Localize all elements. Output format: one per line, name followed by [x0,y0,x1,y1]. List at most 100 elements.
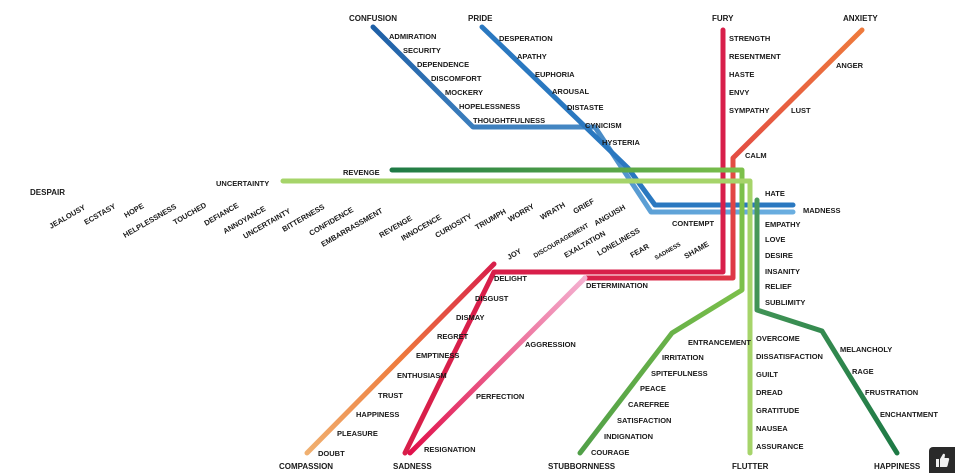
station-cynicism: CYNICISM [585,121,622,130]
station-disgust: DISGUST [475,294,509,303]
line-uncertainty [280,178,753,456]
station-peace: PEACE [640,384,666,393]
station-perfection: PERFECTION [476,392,524,401]
station-guilt: GUILT [756,370,778,379]
station-pleasure: PLEASURE [337,429,378,438]
endpoint-fury: FURY [712,14,734,23]
station-trust: TRUST [378,391,403,400]
station-hate: HATE [765,189,785,198]
station-envy: ENVY [729,88,749,97]
station-desire: DESIRE [765,251,793,260]
line-happiness [754,197,900,456]
station-grief: GRIEF [572,196,597,215]
line-anxiety [582,27,865,281]
station-entrancement: ENTRANCEMENT [688,338,751,347]
station-carefree: CAREFREE [628,400,669,409]
station-dread: DREAD [756,388,783,397]
station-mockery: MOCKERY [445,88,483,97]
station-thoughtfulness: THOUGHTFULNESS [473,116,545,125]
station-frustration: FRUSTRATION [865,388,918,397]
station-hysteria: HYSTERIA [602,138,641,147]
station-anger: ANGER [836,61,864,70]
station-emptiness: EMPTINESS [416,351,459,360]
station-discomfort: DISCOMFORT [431,74,482,83]
endpoint-compassion: COMPASSION [279,462,333,471]
station-hopelessness: HOPELESSNESS [459,102,520,111]
station-sympathy: SYMPATHY [729,106,770,115]
station-wrath: WRATH [539,200,567,221]
station-irritation: IRRITATION [662,353,704,362]
station-contempt: CONTEMPT [672,219,715,228]
station-fear: FEAR [629,241,652,259]
line-sadness [407,275,588,456]
station-sublimity: SUBLIMITY [765,298,805,307]
station-madness: MADNESS [803,206,841,215]
line-compassion [304,261,497,456]
endpoint-despair: DESPAIR [30,188,65,197]
despair-stations: JEALOUSY ECSTASY HOPE HELPLESSNESS TOUCH… [48,196,711,261]
station-resentment: RESENTMENT [729,52,781,61]
station-admiration: ADMIRATION [389,32,436,41]
station-love: LOVE [765,235,785,244]
station-assurance: ASSURANCE [756,442,804,451]
station-nausea: NAUSEA [756,424,788,433]
station-enchantment: ENCHANTMENT [880,410,938,419]
station-ecstasy: ECSTASY [83,202,118,227]
station-arousal: AROUSAL [552,87,590,96]
station-revenge-top: REVENGE [343,168,380,177]
line-fury [402,27,726,456]
station-distaste: DISTASTE [567,103,604,112]
station-determination: DETERMINATION [586,281,648,290]
endpoint-flutter: FLUTTER [732,462,769,471]
station-delight: DELIGHT [494,274,527,283]
station-security: SECURITY [403,46,441,55]
station-calm: CALM [745,151,767,160]
station-rage: RAGE [852,367,874,376]
station-aggression: AGGRESSION [525,340,576,349]
endpoint-stubbornness: STUBBORNNESS [548,462,616,471]
station-strength: STRENGTH [729,34,770,43]
station-shame: SHAME [683,239,711,260]
endpoint-anxiety: ANXIETY [843,14,878,23]
station-relief: RELIEF [765,282,792,291]
station-worry: WORRY [507,202,536,224]
station-enthusiasm: ENTHUSIASM [397,371,447,380]
station-happiness: HAPPINESS [356,410,399,419]
station-dependence: DEPENDENCE [417,60,469,69]
station-uncertainty-top: UNCERTAINTY [216,179,269,188]
station-desperation: DESPERATION [499,34,553,43]
endpoint-confusion: CONFUSION [349,14,397,23]
line-confusion [370,24,796,215]
station-apathy: APATHY [517,52,547,61]
station-joy: JOY [506,246,524,261]
like-button[interactable] [929,447,955,473]
station-sadness-rot: SADNESS [654,242,682,262]
station-dissatisfaction: DISSATISFACTION [756,352,823,361]
station-indignation: INDIGNATION [604,432,653,441]
station-lust: LUST [791,106,811,115]
line-revenge [389,167,745,456]
station-triumph: TRIUMPH [474,207,508,232]
station-haste: HASTE [729,70,754,79]
station-insanity: INSANITY [765,267,800,276]
station-spitefulness: SPITEFULNESS [651,369,708,378]
station-overcome: OVERCOME [756,334,800,343]
station-touched: TOUCHED [172,200,209,227]
station-dismay: DISMAY [456,313,484,322]
station-anguish: ANGUISH [593,203,627,228]
station-euphoria: EUPHORIA [535,70,575,79]
station-gratitude: GRATITUDE [756,406,799,415]
station-satisfaction: SATISFACTION [617,416,671,425]
station-hope: HOPE [123,201,146,219]
endpoint-sadness: SADNESS [393,462,432,471]
station-doubt: DOUBT [318,449,345,458]
station-jealousy: JEALOUSY [48,203,88,231]
endpoint-pride: PRIDE [468,14,493,23]
station-courage: COURAGE [591,448,629,457]
station-resignation: RESIGNATION [424,445,476,454]
thumbs-up-icon [936,453,950,467]
station-regret: REGRET [437,332,469,341]
station-melancholy: MELANCHOLY [840,345,892,354]
station-empathy: EMPATHY [765,220,801,229]
